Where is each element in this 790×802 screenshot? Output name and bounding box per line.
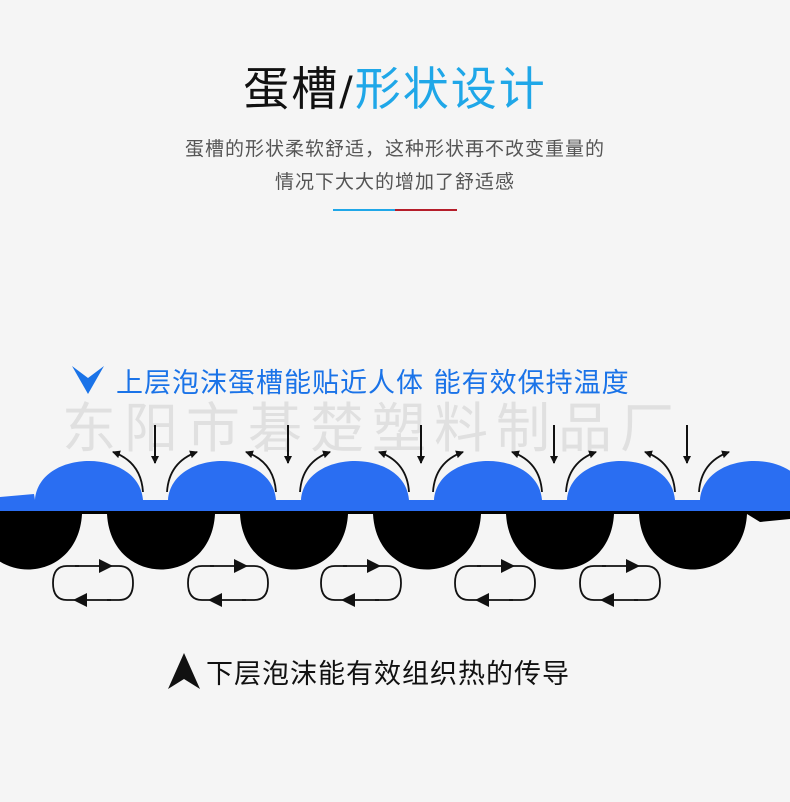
airflow-arrows xyxy=(112,450,730,493)
circulation-arrow-icon xyxy=(579,559,661,607)
bottom-layer-label: 下层泡沫能有效组织热的传导 xyxy=(166,650,570,692)
curved-arrow-icon xyxy=(112,450,144,493)
triangle-up-icon xyxy=(168,653,200,689)
chevron-down-icon xyxy=(72,366,104,394)
pressure-arrows xyxy=(151,425,691,464)
top-layer-label: 上层泡沫蛋槽能贴近人体 能有效保持温度 xyxy=(70,360,630,400)
curved-arrow-icon xyxy=(511,450,543,493)
watermark: 东阳市碁楚塑料制品厂 xyxy=(62,397,682,460)
subtitle-line-1: 蛋槽的形状柔软舒适，这种形状再不改变重量的 xyxy=(184,138,605,160)
title-slash: / xyxy=(339,69,355,115)
bottom-foam-layer xyxy=(0,511,790,570)
curved-arrow-icon xyxy=(565,450,597,493)
top-foam-layer xyxy=(0,461,790,512)
divider-red xyxy=(395,209,457,211)
circulation-arrow-icon xyxy=(320,559,402,607)
top-layer-text: 上层泡沫蛋槽能贴近人体 能有效保持温度 xyxy=(116,367,630,399)
bottom-layer-text: 下层泡沫能有效组织热的传导 xyxy=(206,658,570,690)
circulation-arrow-icon xyxy=(52,559,134,607)
curved-arrow-icon xyxy=(698,450,730,493)
curved-arrow-icon xyxy=(166,450,198,493)
curved-arrow-icon xyxy=(299,450,331,493)
circulation-arrow-icon xyxy=(454,559,536,607)
subtitle-line-2: 情况下大大的增加了舒适感 xyxy=(274,171,515,193)
curved-arrow-icon xyxy=(644,450,676,493)
page-title: 蛋槽/形状设计 xyxy=(0,58,790,123)
heat-cycle-arrows xyxy=(52,559,661,607)
divider-blue xyxy=(333,209,395,211)
circulation-arrow-icon xyxy=(187,559,269,607)
curved-arrow-icon xyxy=(245,450,277,493)
title-shape-design: 形状设计 xyxy=(354,62,547,116)
curved-arrow-icon xyxy=(378,450,410,493)
curved-arrow-icon xyxy=(432,450,464,493)
title-egg-crate: 蛋槽 xyxy=(243,62,340,116)
